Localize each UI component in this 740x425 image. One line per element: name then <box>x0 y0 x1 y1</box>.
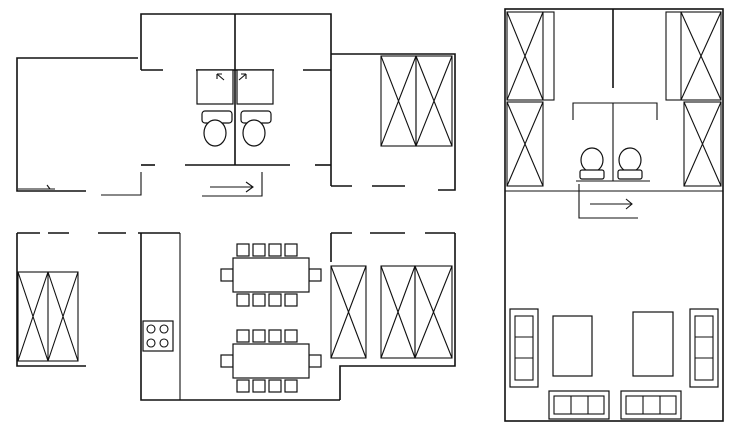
arrow-right-icon <box>210 181 254 193</box>
toilet-icon <box>201 110 233 147</box>
wardrobe-icon <box>683 101 722 187</box>
chair-icon <box>252 243 266 257</box>
table-icon <box>232 343 310 379</box>
left-room <box>16 57 138 192</box>
sink-icon <box>236 69 274 105</box>
dining-set <box>220 243 322 307</box>
chair-icon <box>308 268 322 282</box>
chair-icon <box>236 293 250 307</box>
left-floor-plan <box>16 13 456 401</box>
storage-upper-right <box>330 53 456 191</box>
sofa-icon <box>689 308 719 388</box>
chair-icon <box>252 293 266 307</box>
chair-icon <box>252 379 266 393</box>
table-icon <box>232 257 310 293</box>
lounge <box>504 8 724 422</box>
wardrobe-icon <box>665 11 722 101</box>
chair-icon <box>284 243 298 257</box>
wardrobe-icon <box>380 55 417 147</box>
sofa-icon <box>548 390 610 420</box>
sink-icon <box>196 69 234 105</box>
toilet-icon <box>240 110 272 147</box>
wardrobe-icon <box>506 11 555 101</box>
stove-icon <box>142 320 174 352</box>
storage-lower-right <box>330 265 367 359</box>
toilet-icon <box>579 147 605 180</box>
chair-icon <box>236 243 250 257</box>
restroom-core <box>101 13 332 197</box>
dining-set <box>220 329 322 393</box>
sofa-icon <box>620 390 682 420</box>
chair-icon <box>252 329 266 343</box>
kitchen <box>16 233 456 401</box>
wardrobe-icon <box>17 271 79 362</box>
wardrobe-icon <box>506 101 544 187</box>
chair-icon <box>268 243 282 257</box>
chair-icon <box>220 354 234 368</box>
table-icon <box>632 311 674 377</box>
right-floor-plan <box>504 8 724 422</box>
chair-icon <box>284 329 298 343</box>
toilet-icon <box>617 147 643 180</box>
chair-icon <box>268 329 282 343</box>
chair-icon <box>268 379 282 393</box>
restroom-area <box>572 102 658 182</box>
chair-icon <box>284 293 298 307</box>
chair-icon <box>236 379 250 393</box>
chair-icon <box>268 293 282 307</box>
wardrobe-icon <box>414 265 453 359</box>
chair-icon <box>220 268 234 282</box>
dining-area <box>220 243 322 393</box>
wardrobe-icon <box>415 55 453 147</box>
chair-icon <box>308 354 322 368</box>
chair-icon <box>236 329 250 343</box>
wardrobe-icon <box>380 265 416 359</box>
arrow-right-icon <box>578 184 638 219</box>
chair-icon <box>284 379 298 393</box>
sofa-icon <box>509 308 539 388</box>
table-icon <box>552 315 593 377</box>
